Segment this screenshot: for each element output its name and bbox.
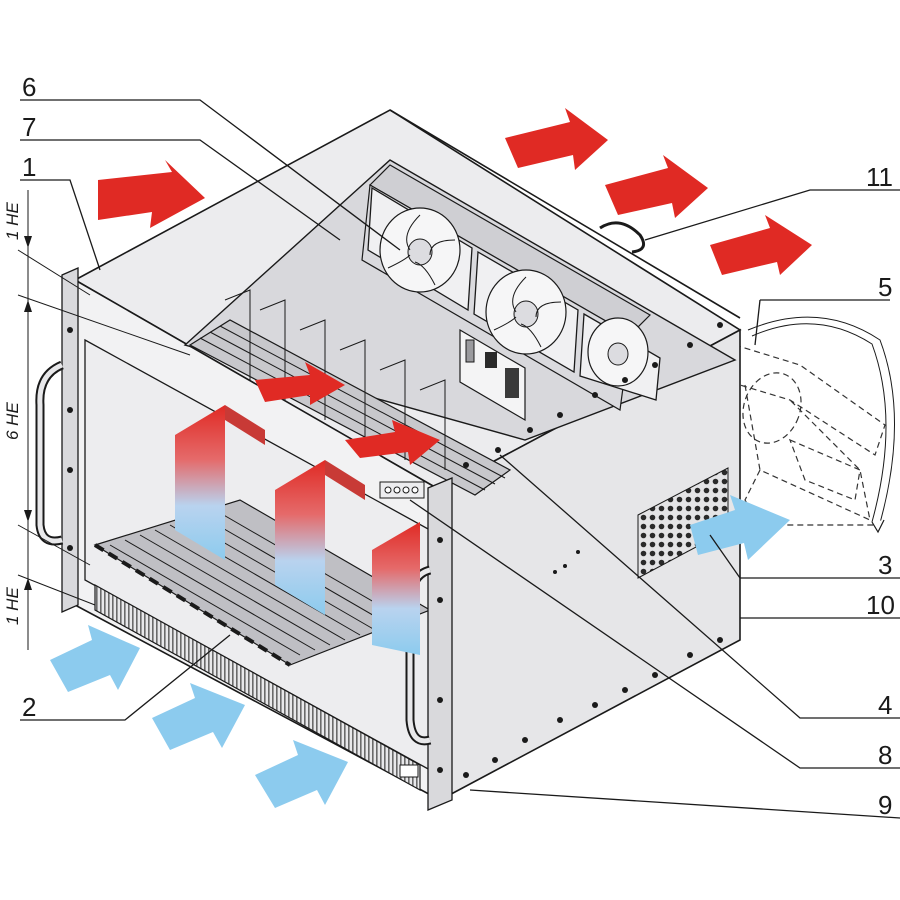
fan-2 xyxy=(473,250,579,374)
callouts: 6 7 1 11 5 3 10 2 4 8 9 xyxy=(22,72,895,820)
leader-lines xyxy=(20,99,900,819)
callout-4: 4 xyxy=(878,690,892,720)
callout-2: 2 xyxy=(22,692,36,722)
callout-3: 3 xyxy=(878,550,892,580)
cool-air-arrow xyxy=(690,495,790,560)
hot-air-arrow xyxy=(710,215,812,275)
fan-3 xyxy=(579,312,661,401)
hot-air-arrow xyxy=(345,420,440,465)
fan-1 xyxy=(367,186,473,312)
callout-10: 10 xyxy=(866,590,895,620)
cable-loop xyxy=(599,221,646,254)
height-dimension: 1 HE 6 HE 1 HE xyxy=(3,190,191,650)
cool-air-arrow xyxy=(255,740,348,808)
plugin-board-3 xyxy=(372,522,420,655)
hot-air-arrow xyxy=(255,362,345,405)
control-board xyxy=(459,328,526,422)
fan-door-open xyxy=(734,316,895,534)
left-handle xyxy=(35,360,64,546)
power-switch xyxy=(399,764,419,778)
callout-9: 9 xyxy=(878,790,892,820)
dim-1he-top: 1 HE xyxy=(3,202,22,240)
cool-air-arrow xyxy=(50,625,140,692)
callout-7: 7 xyxy=(22,112,36,142)
plugin-board-1 xyxy=(175,405,265,560)
callout-8: 8 xyxy=(878,740,892,770)
callout-1: 1 xyxy=(22,152,36,182)
cool-air-arrows xyxy=(50,495,790,808)
hot-air-arrow xyxy=(98,160,205,228)
hot-air-arrow xyxy=(505,108,608,170)
plugin-board-2 xyxy=(275,460,365,615)
indicator-leds xyxy=(379,481,425,499)
callout-11: 11 xyxy=(866,162,893,192)
right-mounting-flange xyxy=(427,477,453,811)
hot-air-arrows xyxy=(98,108,812,465)
callout-5: 5 xyxy=(878,272,892,302)
hot-air-arrow xyxy=(605,155,708,218)
dim-6he: 6 HE xyxy=(3,402,22,440)
left-mounting-flange xyxy=(61,267,79,613)
cool-air-arrow xyxy=(152,683,245,750)
callout-6: 6 xyxy=(22,72,36,102)
dim-1he-bottom: 1 HE xyxy=(3,587,22,625)
front-air-intake-grill xyxy=(94,583,421,792)
side-screws xyxy=(463,322,723,778)
